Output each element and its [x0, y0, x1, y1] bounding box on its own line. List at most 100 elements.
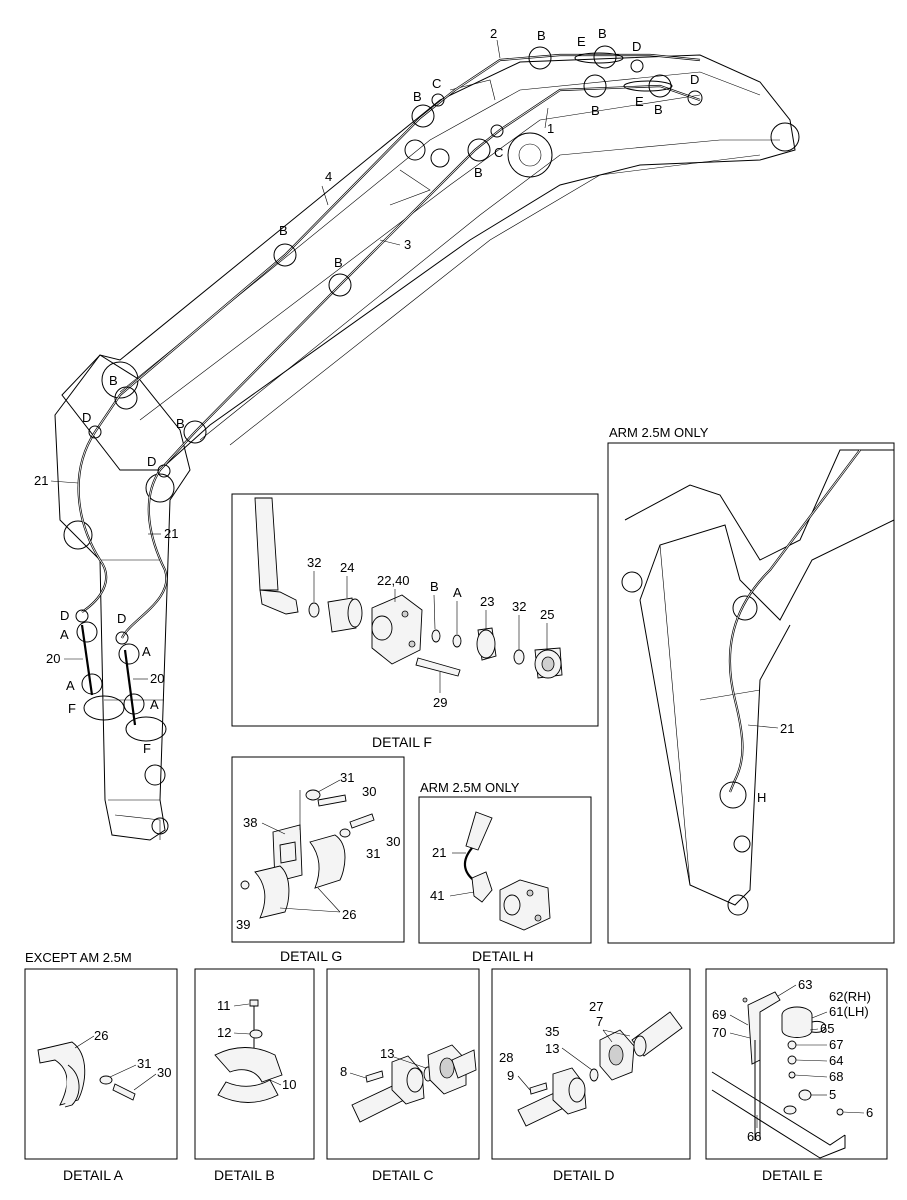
callout-20: 20	[46, 651, 60, 666]
detail-f-label-25: 25	[540, 607, 554, 622]
detail-g-label-26: 26	[342, 907, 356, 922]
detail-f-label-22-40: 22,40	[377, 573, 410, 588]
detail-e-frame	[705, 968, 888, 1160]
detail-d-label-13: 13	[545, 1041, 559, 1056]
callout-f: F	[143, 741, 151, 756]
detail-a-title: EXCEPT AM 2.5M	[25, 950, 132, 965]
detail-b-caption: DETAIL B	[214, 1167, 275, 1183]
detail-e-label-62rh: 62(RH)	[829, 989, 871, 1004]
detail-f-label-29: 29	[433, 695, 447, 710]
callout-d: D	[632, 39, 641, 54]
detail-d-label-9: 9	[507, 1068, 514, 1083]
callout-3: 3	[404, 237, 411, 252]
detail-d-frame	[491, 968, 691, 1160]
callout-b: B	[591, 103, 600, 118]
callout-b: B	[176, 416, 185, 431]
detail-h: ARM 2.5M ONLY 21 41 DETAIL H	[418, 780, 592, 964]
detail-e-caption: DETAIL E	[762, 1167, 823, 1183]
detail-g-label-31: 31	[366, 846, 380, 861]
detail-b: 11 12 10 DETAIL B	[194, 968, 315, 1183]
detail-e-label-6: 6	[866, 1105, 873, 1120]
callout-4: 4	[325, 169, 332, 184]
detail-b-label-10: 10	[282, 1077, 296, 1092]
detail-d-label-27: 27	[589, 999, 603, 1014]
boom-arm-assembly	[54, 45, 800, 841]
callout-b: B	[537, 28, 546, 43]
callout-a: A	[150, 697, 159, 712]
callout-d: D	[117, 611, 126, 626]
callout-a: A	[60, 627, 69, 642]
arm-view-title: ARM 2.5M ONLY	[609, 425, 709, 440]
detail-a: EXCEPT AM 2.5M 26 31 30 DETAIL A	[24, 950, 178, 1183]
detail-g: 31 30 38 30 31 39 26 DETAIL G	[231, 756, 405, 964]
detail-g-label-39: 39	[236, 917, 250, 932]
detail-f-label-b: B	[430, 579, 439, 594]
callout-21: 21	[164, 526, 178, 541]
detail-e-label-64: 64	[829, 1053, 843, 1068]
callout-2: 2	[490, 26, 497, 41]
detail-g-label-38: 38	[243, 815, 257, 830]
callout-c: C	[494, 145, 503, 160]
detail-e-label-65: 65	[820, 1021, 834, 1036]
detail-e-label-61lh: 61(LH)	[829, 1004, 869, 1019]
detail-g-label-30: 30	[362, 784, 376, 799]
detail-c-label-8: 8	[340, 1064, 347, 1079]
detail-h-title: ARM 2.5M ONLY	[420, 780, 520, 795]
detail-f-label-a: A	[453, 585, 462, 600]
detail-h-frame	[418, 796, 592, 944]
detail-d-label-28: 28	[499, 1050, 513, 1065]
detail-a-frame	[24, 968, 178, 1160]
callout-d: D	[82, 410, 91, 425]
detail-f-label-32: 32	[512, 599, 526, 614]
detail-e-label-69: 69	[712, 1007, 726, 1022]
detail-e: 63 62(RH) 61(LH) 69 65 70 67 64 68 5 6 6…	[705, 968, 888, 1183]
detail-e-label-68: 68	[829, 1069, 843, 1084]
detail-a-caption: DETAIL A	[63, 1167, 124, 1183]
detail-a-label-26: 26	[94, 1028, 108, 1043]
callout-e: E	[577, 34, 586, 49]
detail-e-label-67: 67	[829, 1037, 843, 1052]
detail-c: 13 8 DETAIL C	[326, 968, 480, 1183]
callout-b: B	[474, 165, 483, 180]
callout-1: 1	[547, 121, 554, 136]
detail-f-label-23: 23	[480, 594, 494, 609]
detail-g-label-30: 30	[386, 834, 400, 849]
detail-g-caption: DETAIL G	[280, 948, 342, 964]
callout-a: A	[66, 678, 75, 693]
main-callouts: 2 B B E D C B D B E B 1 C B 4 B 3 B B D …	[34, 26, 699, 756]
detail-f-caption: DETAIL F	[372, 734, 432, 750]
detail-b-label-11: 11	[217, 998, 231, 1013]
callout-b: B	[598, 26, 607, 41]
arm-view-label-h: H	[757, 790, 766, 805]
detail-b-label-12: 12	[217, 1025, 231, 1040]
callout-e: E	[635, 94, 644, 109]
callout-d: D	[690, 72, 699, 87]
callout-f: F	[68, 701, 76, 716]
detail-c-label-13: 13	[380, 1046, 394, 1061]
detail-a-label-30: 30	[157, 1065, 171, 1080]
arm-view-label-21: 21	[780, 721, 794, 736]
callout-a: A	[142, 644, 151, 659]
detail-d-label-35: 35	[545, 1024, 559, 1039]
detail-e-label-66: 66	[747, 1129, 761, 1144]
detail-f-label-24: 24	[340, 560, 354, 575]
arm-2-5m-view: ARM 2.5M ONLY 21 H	[607, 425, 895, 944]
detail-c-caption: DETAIL C	[372, 1167, 433, 1183]
detail-d: 27 7 35 13 28 9 DETAIL D	[491, 968, 691, 1183]
callout-b: B	[413, 89, 422, 104]
detail-h-label-21: 21	[432, 845, 446, 860]
callout-b: B	[654, 102, 663, 117]
detail-g-label-31: 31	[340, 770, 354, 785]
callout-b: B	[279, 223, 288, 238]
detail-e-label-70: 70	[712, 1025, 726, 1040]
detail-f-label-32: 32	[307, 555, 321, 570]
detail-d-label-7: 7	[596, 1014, 603, 1029]
callout-d: D	[60, 608, 69, 623]
detail-h-caption: DETAIL H	[472, 948, 533, 964]
callout-c: C	[432, 76, 441, 91]
callout-20: 20	[150, 671, 164, 686]
callout-b: B	[334, 255, 343, 270]
callout-21: 21	[34, 473, 48, 488]
detail-e-label-5: 5	[829, 1087, 836, 1102]
detail-d-caption: DETAIL D	[553, 1167, 614, 1183]
